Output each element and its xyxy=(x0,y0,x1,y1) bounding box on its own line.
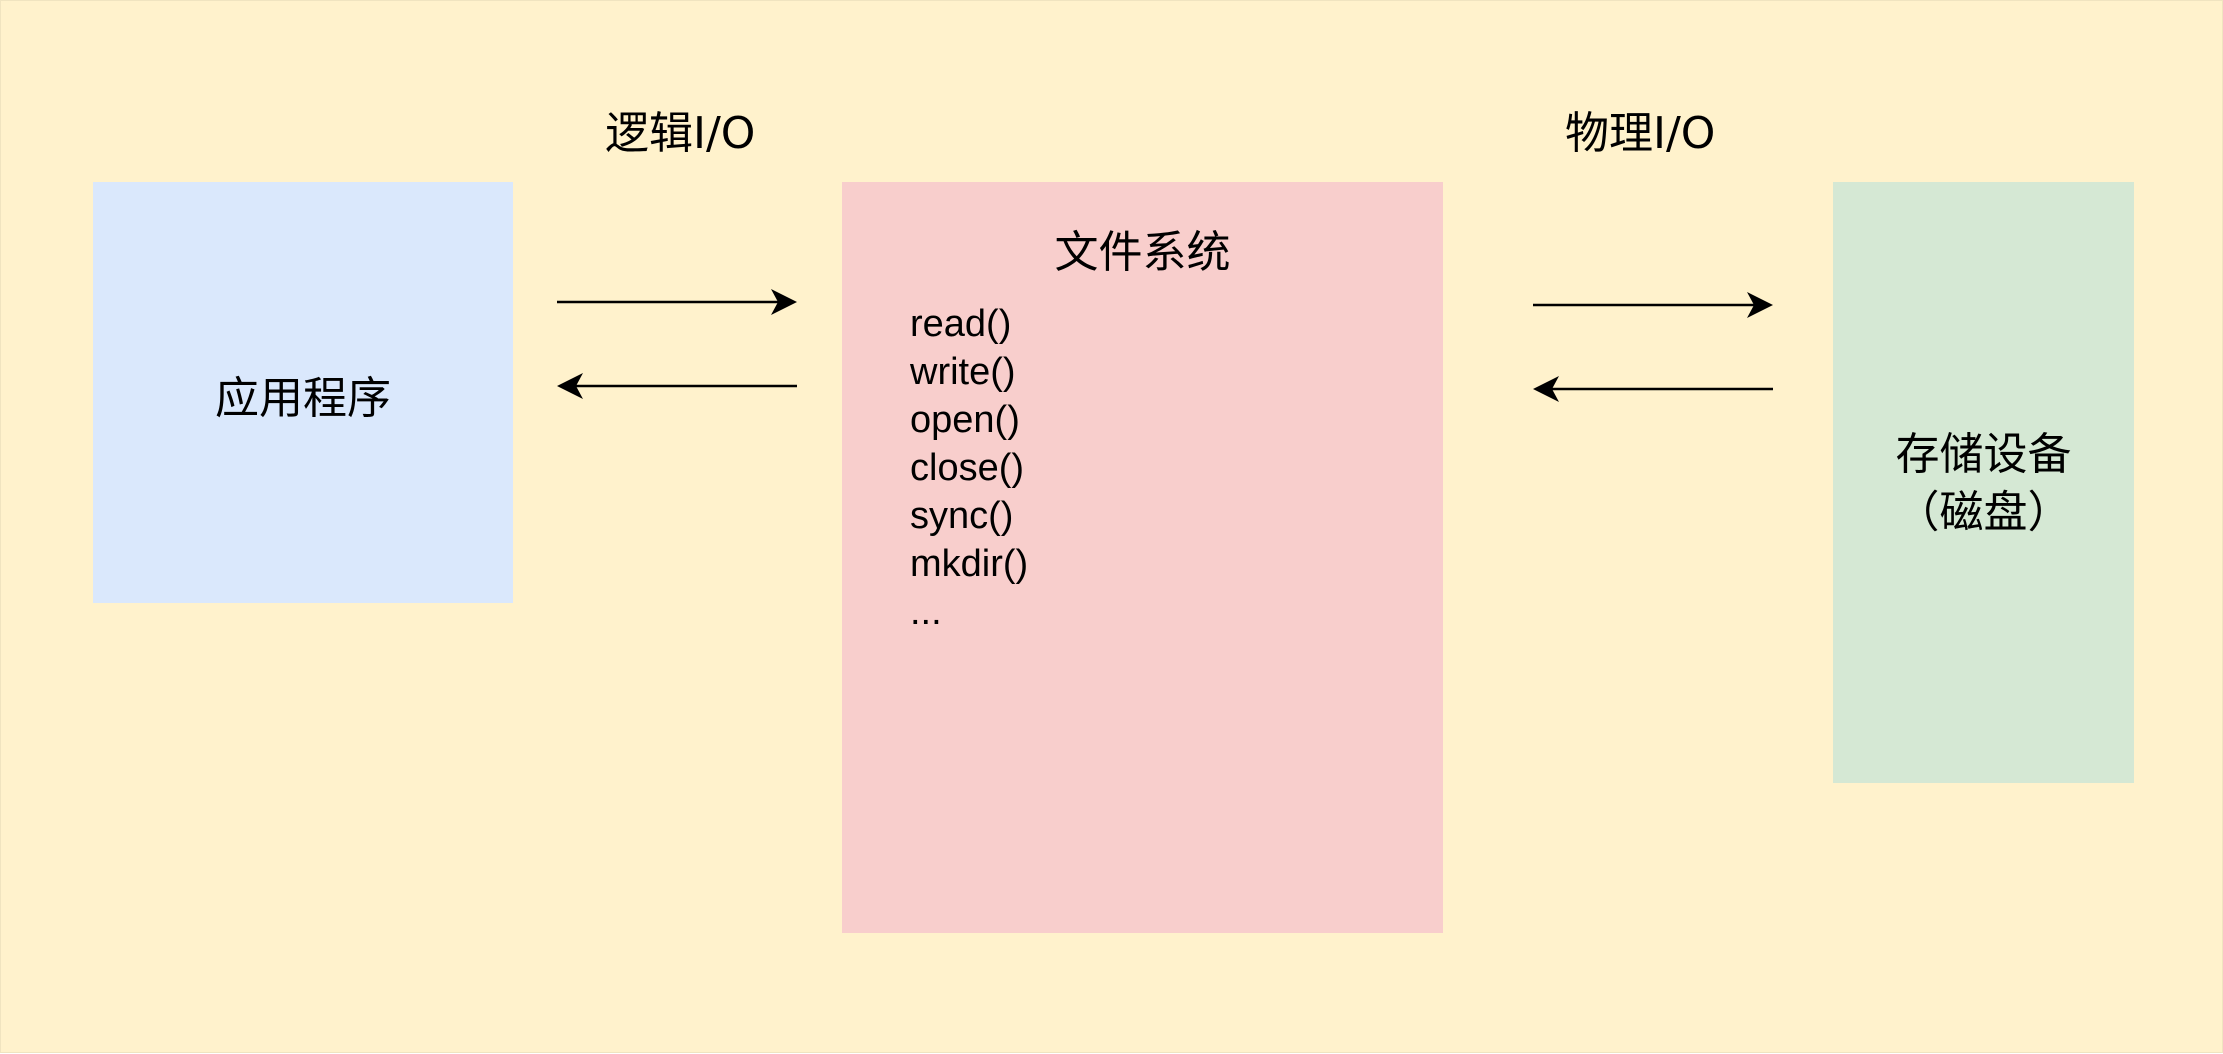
application-box: 应用程序 xyxy=(93,182,513,603)
call-sync: sync() xyxy=(910,495,1014,537)
call-mkdir: mkdir() xyxy=(910,543,1029,585)
application-label: 应用程序 xyxy=(215,373,391,424)
storage-label-line2: （磁盘） xyxy=(1895,487,2072,538)
call-write: write() xyxy=(910,351,1016,393)
logical-io-label: 逻辑I/O xyxy=(605,108,756,159)
fs-to-app-arrow xyxy=(557,373,797,399)
storage-box: 存储设备 （磁盘） xyxy=(1833,182,2134,783)
filesystem-title: 文件系统 xyxy=(1054,227,1231,278)
disk-to-fs-arrow xyxy=(1533,376,1773,402)
fs-to-disk-arrow xyxy=(1533,292,1773,318)
storage-label-line1: 存储设备 xyxy=(1895,429,2072,480)
call-read: read() xyxy=(910,303,1012,345)
storage-label: 存储设备 （磁盘） xyxy=(1833,426,2134,542)
call-open: open() xyxy=(910,399,1020,441)
physical-io-label: 物理I/O xyxy=(1565,108,1716,159)
app-to-fs-arrow xyxy=(557,289,797,315)
filesystem-box: 文件系统 read() write() open() close() sync(… xyxy=(842,182,1443,933)
filesystem-call-list: read() write() open() close() sync() mkd… xyxy=(910,300,1028,636)
call-ellipsis: ... xyxy=(910,591,942,633)
call-close: close() xyxy=(910,447,1025,489)
